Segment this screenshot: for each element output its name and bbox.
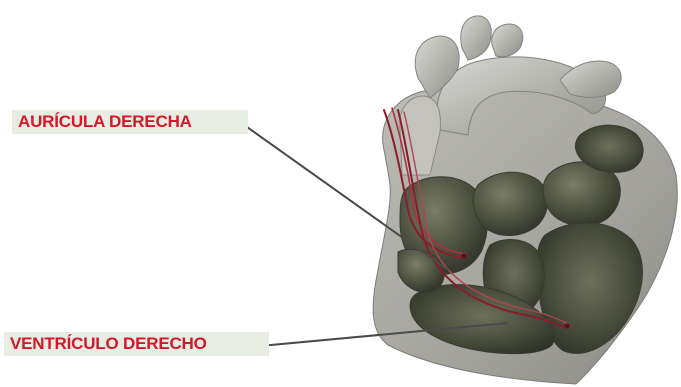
great-vessel-top-2: [492, 24, 523, 57]
atrial-lead-tip: [462, 254, 467, 259]
left-atrium-chamber: [473, 172, 548, 235]
great-vessel-top-1: [461, 16, 491, 60]
ventricular-lead-tip: [565, 324, 570, 329]
auricula-derecha-label: AURÍCULA DERECHA: [12, 110, 248, 134]
ventriculo-derecho-label: VENTRÍCULO DERECHO: [4, 332, 269, 356]
